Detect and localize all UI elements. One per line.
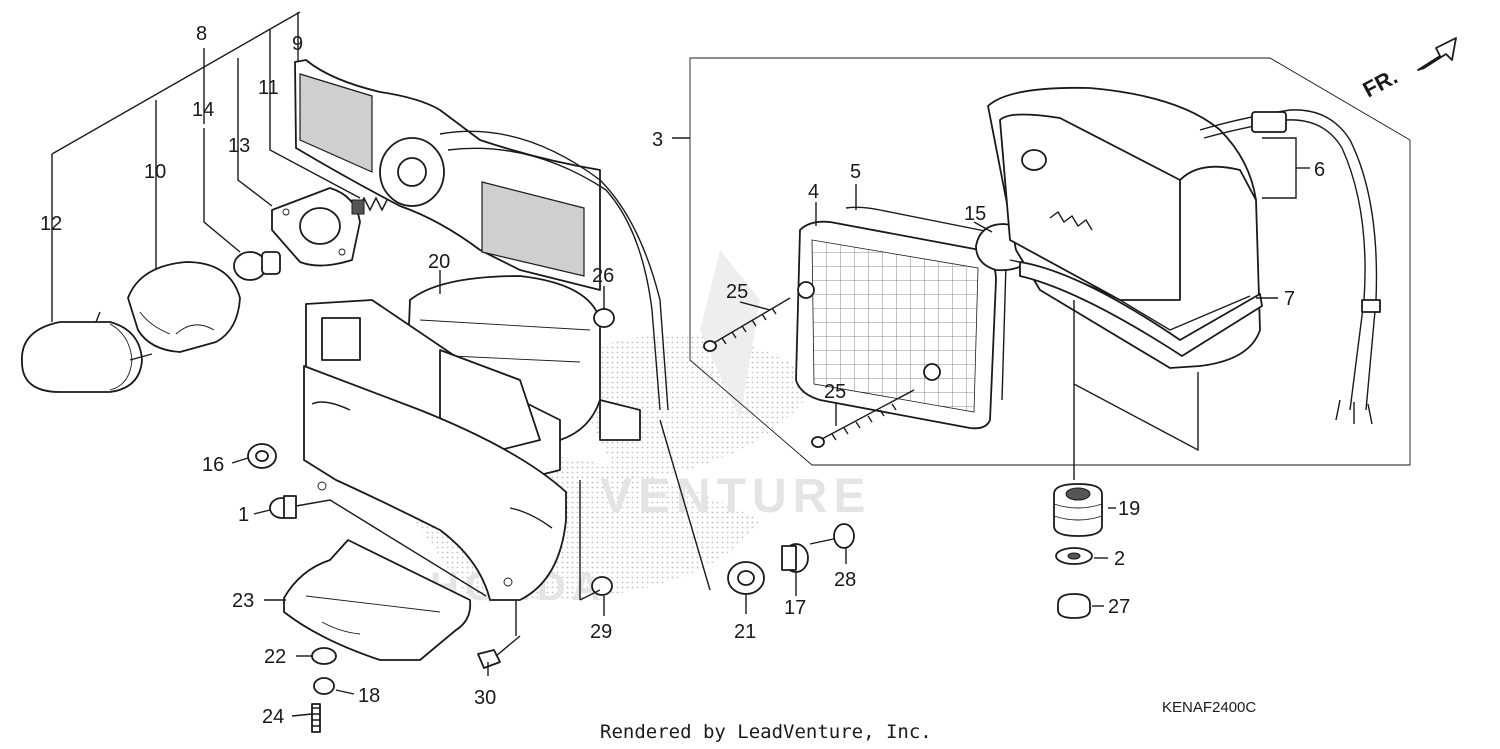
callout-10: 10 <box>144 161 166 183</box>
callout-14: 14 <box>192 99 214 121</box>
cover-23 <box>283 539 472 661</box>
screw-25-upper <box>703 297 791 352</box>
callout-27: 27 <box>1108 596 1130 618</box>
mount-plate <box>303 365 567 601</box>
callout-21: 21 <box>734 621 756 643</box>
grommet-26 <box>593 308 615 328</box>
callout-22: 22 <box>264 646 286 668</box>
callout-6: 6 <box>1314 159 1325 181</box>
collar-17 <box>781 543 809 573</box>
front-direction-label: FR. <box>1359 64 1402 103</box>
callout-28: 28 <box>834 569 856 591</box>
callout-7: 7 <box>1284 288 1295 310</box>
grommet-16 <box>247 443 277 469</box>
wire-harness <box>1199 109 1381 425</box>
callout-17: 17 <box>784 597 806 619</box>
callout-25-lower: 25 <box>824 381 846 403</box>
screw-24 <box>311 703 321 733</box>
callout-11: 11 <box>258 77 279 99</box>
washer-2 <box>1055 547 1093 565</box>
callout-1: 1 <box>238 504 249 526</box>
lens-12 <box>21 311 153 393</box>
callout-23: 23 <box>232 590 254 612</box>
gasket-13 <box>271 187 361 267</box>
nut-27 <box>1057 593 1091 619</box>
callout-24: 24 <box>262 706 284 728</box>
bolt-28 <box>809 523 855 549</box>
callout-18: 18 <box>358 685 380 707</box>
housing-6-7 <box>987 86 1263 369</box>
callout-29: 29 <box>590 621 612 643</box>
spring-11 <box>351 196 389 215</box>
callout-19: 19 <box>1118 498 1140 520</box>
callout-13: 13 <box>228 135 250 157</box>
callout-8: 8 <box>196 23 207 45</box>
reflector-9 <box>294 59 669 411</box>
callout-2: 2 <box>1114 548 1125 570</box>
nut-29 <box>591 576 613 596</box>
callout-labels: 8 9 11 14 13 10 12 20 26 16 1 23 22 18 2… <box>40 23 1325 728</box>
plate-bracket <box>305 299 641 481</box>
callout-25-upper: 25 <box>726 281 748 303</box>
bulb-14 <box>233 251 281 281</box>
socket-10 <box>127 261 241 353</box>
callout-26: 26 <box>592 265 614 287</box>
callout-9: 9 <box>292 33 303 55</box>
callout-20: 20 <box>428 251 450 273</box>
diagram-code: KENAF2400C <box>1162 699 1256 716</box>
cushion-19 <box>1053 483 1103 537</box>
screw-25-lower <box>811 389 915 448</box>
front-direction-icon: FR. <box>1359 37 1457 103</box>
callout-3: 3 <box>652 129 663 151</box>
callout-5: 5 <box>850 161 861 183</box>
callout-12: 12 <box>40 213 62 235</box>
nut-1 <box>269 495 297 519</box>
collar-18 <box>313 677 335 695</box>
watermark-text: VENTURE <box>600 470 871 523</box>
lens-4 <box>795 220 997 430</box>
callout-30: 30 <box>474 687 496 709</box>
callout-16: 16 <box>202 454 224 476</box>
footer-credit: Rendered by LeadVenture, Inc. <box>600 721 932 743</box>
bolt-30 <box>477 635 521 669</box>
leader-lines <box>51 11 1310 717</box>
washer-22 <box>311 647 337 665</box>
callout-15: 15 <box>964 203 986 225</box>
tail-lamp-assembly-outline <box>689 57 1411 466</box>
callout-4: 4 <box>808 181 819 203</box>
grommet-21 <box>727 561 765 595</box>
